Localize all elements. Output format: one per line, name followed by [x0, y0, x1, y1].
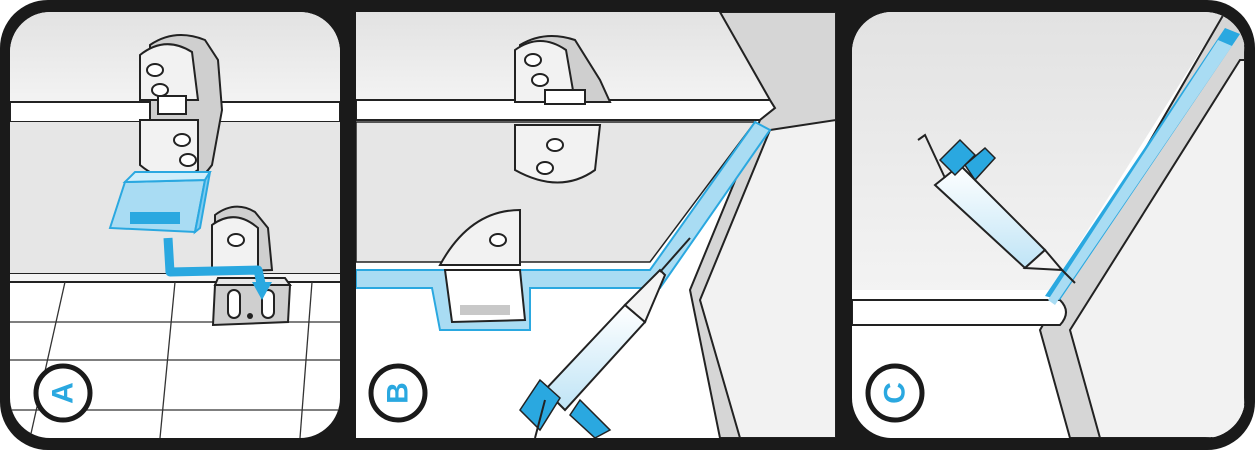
panel-b: B: [356, 12, 836, 438]
panel-label-c: C: [879, 382, 912, 404]
panel-label-b: B: [382, 382, 415, 404]
panel-label-a: A: [47, 382, 80, 404]
panel-divider: [340, 12, 356, 438]
panel-c: C: [852, 12, 1245, 438]
panel-divider: [836, 12, 852, 438]
panel-a: A: [10, 12, 340, 438]
curb-ledge: [852, 300, 1066, 325]
glass-clamp-upper: [140, 35, 222, 186]
shim-block: [110, 172, 210, 232]
